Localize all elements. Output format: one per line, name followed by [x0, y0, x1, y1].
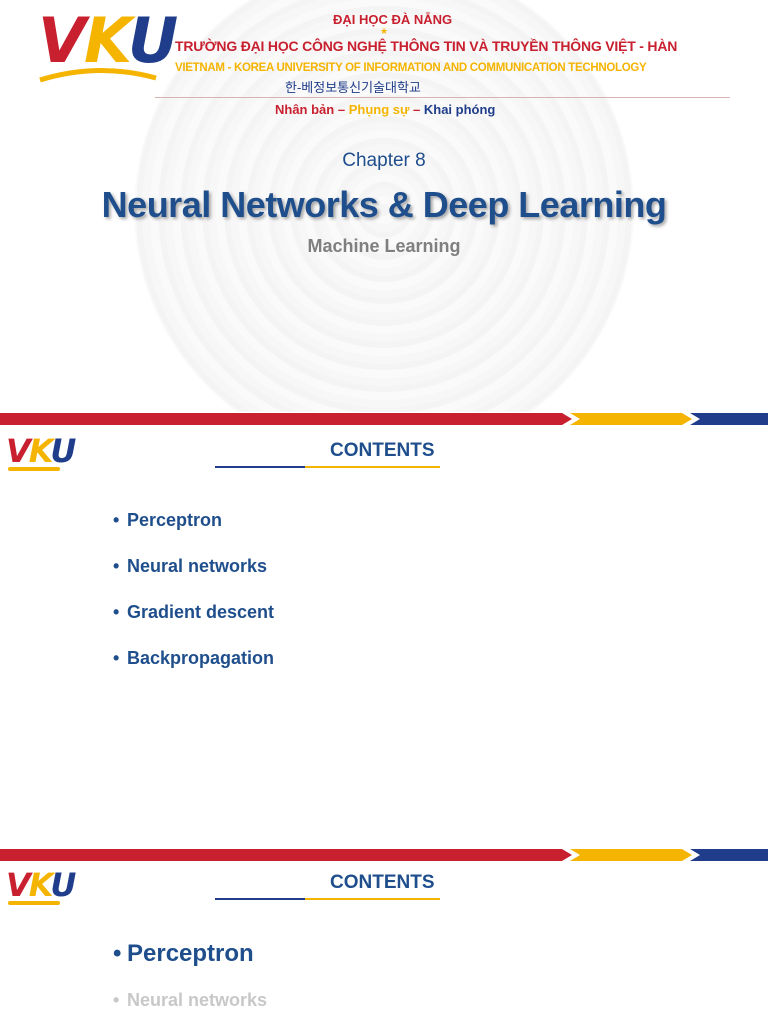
- contents-list: •Perceptron •Neural networks •Gradient d…: [113, 510, 274, 694]
- header-divider: [155, 97, 730, 98]
- vku-logo-small: VKU: [6, 432, 76, 470]
- header-ribbon: [0, 413, 768, 425]
- list-item: •Backpropagation: [113, 648, 275, 668]
- university-name-en: VIETNAM - KOREA UNIVERSITY OF INFORMATIO…: [175, 62, 647, 74]
- university-name-kr: 한-베정보통신기술대학교: [285, 80, 421, 95]
- logo-swoosh: [39, 67, 157, 83]
- university-name-vn: TRƯỜNG ĐẠI HỌC CÔNG NGHỆ THÔNG TIN VÀ TR…: [175, 38, 678, 54]
- title-slide: VKU ĐẠI HỌC ĐÀ NẴNG ★ TRƯỜNG ĐẠI HỌC CÔN…: [0, 0, 768, 412]
- contents-slide: VKU CONTENTS •Perceptron •Neural network…: [0, 412, 768, 848]
- vku-logo-small: VKU: [6, 866, 76, 904]
- contents-heading: CONTENTS: [330, 872, 435, 893]
- motto: Nhân bản – Phụng sự – Khai phóng: [275, 102, 496, 117]
- contents-slide-2: VKU CONTENTS •Perceptron •Neural network…: [0, 848, 768, 1024]
- chapter-label: Chapter 8: [342, 150, 426, 171]
- contents-rule: [215, 466, 440, 468]
- star-icon: ★: [380, 26, 389, 36]
- list-item: •Neural networks: [113, 990, 268, 1010]
- list-item: •Perceptron: [113, 510, 223, 530]
- contents-rule: [215, 898, 440, 900]
- slide-subtitle: Machine Learning: [307, 236, 461, 256]
- university-group: ĐẠI HỌC ĐÀ NẴNG: [333, 12, 453, 27]
- logo-underline: [8, 901, 60, 905]
- contents-heading: CONTENTS: [330, 440, 435, 461]
- list-item-current: •Perceptron: [113, 940, 254, 967]
- logo-underline: [8, 467, 60, 471]
- list-item: •Gradient descent: [113, 602, 275, 622]
- drum-watermark: [134, 0, 634, 412]
- header-ribbon: [0, 849, 768, 861]
- slide-title: Neural Networks & Deep Learning: [101, 184, 667, 225]
- contents-list: •Perceptron •Neural networks: [113, 940, 267, 1020]
- list-item: •Neural networks: [113, 556, 268, 576]
- vku-logo: VKU: [38, 4, 178, 77]
